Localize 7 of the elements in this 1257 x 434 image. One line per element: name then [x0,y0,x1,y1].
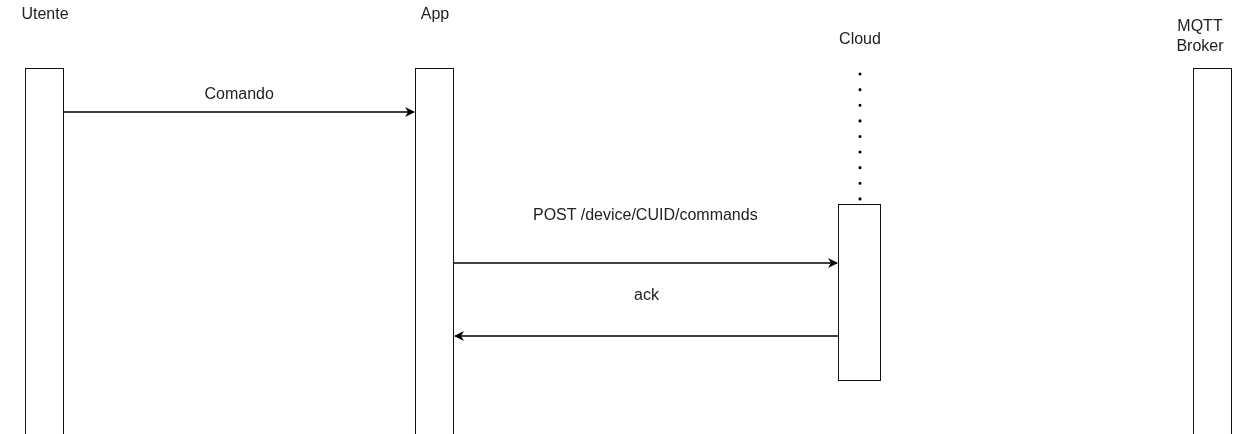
participant-name: MQTT Broker [1175,16,1225,56]
message-arrow [453,258,838,268]
participant-name: App [419,4,451,24]
participant-name: Utente [20,4,70,24]
message-arrow [63,107,415,117]
message-arrow [454,331,839,341]
participant-name: Cloud [838,29,882,49]
